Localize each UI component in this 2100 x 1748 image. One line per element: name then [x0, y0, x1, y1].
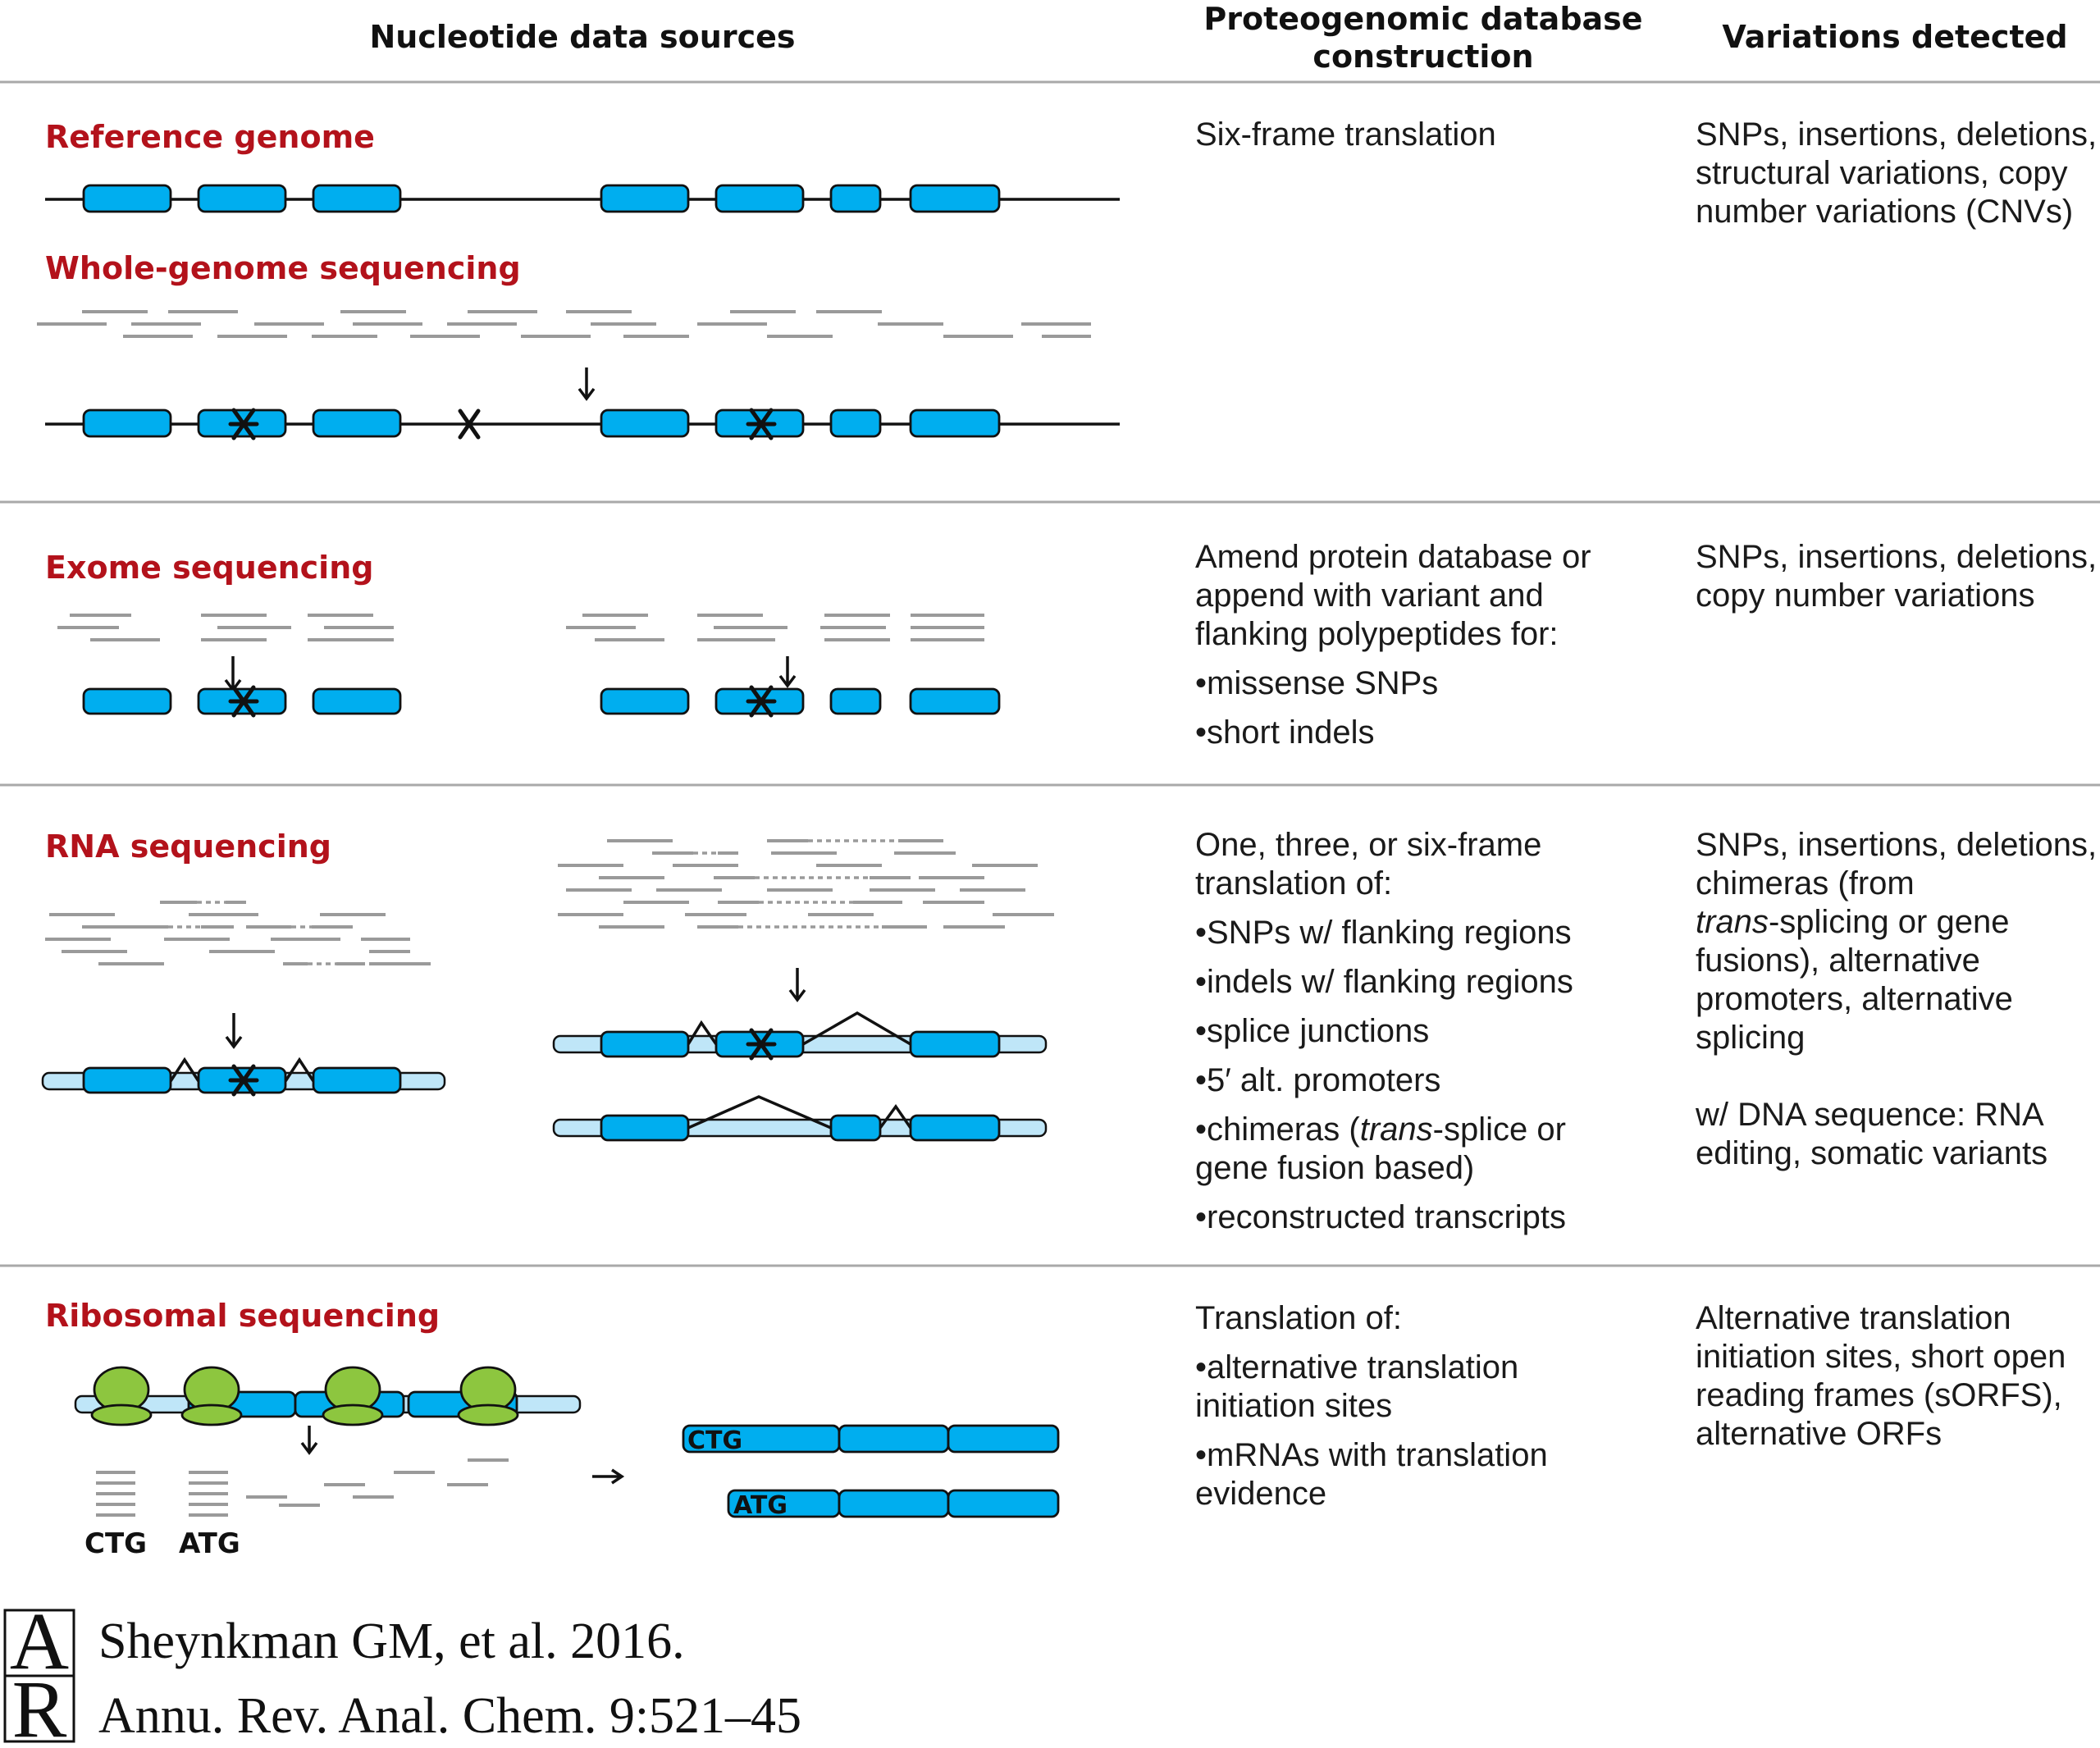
ribo-variations-line-3: reading frames (sORFS), [1696, 1377, 2062, 1413]
title-exome-sequencing: Exome sequencing [45, 550, 373, 586]
exome-down-arrow-2 [778, 656, 797, 688]
ribo-orf-ctg [682, 1424, 1060, 1454]
rna-bullet-chimera-line-2: gene fusion based) [1195, 1150, 1474, 1186]
rna-bullet-1: •SNPs w/ flanking regions [1195, 915, 1572, 951]
ribo-variations-line-1: Alternative translation [1696, 1300, 2011, 1336]
exome-snp-asterisk-2 [746, 685, 777, 718]
codon-label-atg: ATG [179, 1527, 240, 1560]
exome-reads [57, 614, 984, 641]
ribo-orf-atg [727, 1489, 1060, 1518]
rna-variations-dna-line-1: w/ DNA sequence: RNA [1695, 1097, 2044, 1133]
codon-label-ctg: CTG [84, 1527, 147, 1560]
rna-variations-line-5: promoters, alternative [1696, 981, 2013, 1017]
row1-variations-line-1: SNPs, insertions, deletions, [1696, 116, 2097, 153]
row1-variations-line-2: structural variations, copy [1696, 155, 2068, 191]
exome-snp-asterisk-1 [228, 685, 259, 718]
ribo-bullet-2-line-2: evidence [1195, 1476, 1326, 1512]
wgs-snp-cross [458, 408, 481, 440]
exome-exons [82, 687, 1001, 715]
rna-variations-line-4: fusions), alternative [1696, 942, 1980, 979]
rna-transcript-right-2 [552, 1095, 1048, 1142]
rna-construction-line-2: translation of: [1195, 865, 1392, 901]
citation-line-1: Sheynkman GM, et al. 2016. [98, 1613, 685, 1669]
rna-reads-right [558, 839, 1054, 929]
wgs-snp-asterisk-2 [746, 408, 777, 440]
header-db-construction-1: Proteogenomic database [1203, 1, 1642, 37]
rna-bullet-2: •indels w/ flanking regions [1195, 964, 1573, 1000]
rna-variations-italic: trans [1696, 904, 1769, 940]
title-reference-genome: Reference genome [45, 119, 375, 155]
wgs-snp-asterisk-1 [228, 408, 259, 440]
rna-snp-asterisk-left [228, 1064, 259, 1097]
rna-variations-dna-line-2: editing, somatic variants [1696, 1135, 2048, 1171]
rna-bullet-last: •reconstructed transcripts [1195, 1199, 1566, 1235]
exome-bullet-2: •short indels [1195, 714, 1375, 751]
ribo-bullet-1-line-1: •alternative translation [1195, 1349, 1518, 1385]
rna-transcript-left [41, 1057, 446, 1094]
ribo-variations-line-2: initiation sites, short open [1696, 1339, 2066, 1375]
wgs-down-arrow [578, 367, 596, 401]
logo-letter-a: A [10, 1595, 69, 1686]
rna-variations-line-1: SNPs, insertions, deletions, [1696, 827, 2097, 863]
header-nucleotide-sources: Nucleotide data sources [370, 19, 796, 55]
ribosome-3 [322, 1366, 384, 1426]
rna-down-arrow-left [225, 1013, 243, 1049]
rna-bullet-chimera-pre: •chimeras ( [1195, 1111, 1360, 1148]
ribosome-2 [180, 1366, 243, 1426]
exome-construction-line-2: append with variant and [1195, 577, 1544, 614]
logo-letter-r: R [12, 1664, 67, 1748]
row1-construction: Six-frame translation [1195, 116, 1496, 153]
rna-variations-line-3: trans-splicing or gene [1696, 904, 2009, 940]
rna-reads-left [45, 901, 431, 965]
rna-variations-line-6: splicing [1696, 1020, 1805, 1056]
reference-genome-diagram [45, 184, 1120, 213]
ribosome-1 [90, 1366, 153, 1426]
title-ribosomal-sequencing: Ribosomal sequencing [45, 1298, 440, 1334]
wgs-genome-diagram [45, 408, 1120, 438]
ribo-construction-line-1: Translation of: [1195, 1300, 1402, 1336]
citation-line-2: Annu. Rev. Anal. Chem. 9:521–45 [98, 1688, 801, 1744]
annual-reviews-logo: A R [3, 1595, 75, 1748]
row1-variations-line-3: number variations (CNVs) [1696, 194, 2073, 230]
rna-variations-line-3-post: -splicing or gene [1769, 904, 2010, 940]
header-db-construction-2: construction [1312, 39, 1533, 75]
exome-bullet-1: •missense SNPs [1195, 665, 1438, 701]
rna-bullet-4: •5′ alt. promoters [1195, 1062, 1440, 1098]
header-variations: Variations detected [1722, 19, 2067, 55]
rna-down-arrow-right [788, 968, 806, 1002]
ribo-bullet-1-line-2: initiation sites [1195, 1388, 1392, 1424]
rna-construction-line-1: One, three, or six-frame [1195, 827, 1541, 863]
rna-snp-asterisk-right [746, 1028, 777, 1061]
rna-bullet-chimera-italic: trans [1360, 1111, 1433, 1148]
exome-down-arrow-1 [224, 656, 242, 692]
exome-construction-line-1: Amend protein database or [1195, 539, 1591, 575]
rna-variations-line-2: chimeras (from [1696, 865, 1915, 901]
title-whole-genome-sequencing: Whole-genome sequencing [45, 250, 521, 286]
title-rna-sequencing: RNA sequencing [45, 828, 331, 865]
rna-bullet-chimera: •chimeras (trans-splice or [1195, 1111, 1566, 1148]
ribo-down-arrow [300, 1426, 318, 1455]
exome-variations-line-2: copy number variations [1696, 577, 2035, 614]
ribo-bullet-2-line-1: •mRNAs with translation [1195, 1437, 1548, 1473]
rna-transcript-right-1 [552, 1011, 1048, 1058]
ribo-reads [96, 1458, 509, 1517]
orf-label-atg: ATG [733, 1491, 788, 1520]
rna-bullet-3: •splice junctions [1195, 1013, 1429, 1049]
ribo-right-arrow [592, 1468, 625, 1485]
exome-variations-line-1: SNPs, insertions, deletions, [1696, 539, 2097, 575]
ribo-variations-line-4: alternative ORFs [1696, 1416, 1942, 1452]
orf-label-ctg: CTG [687, 1426, 742, 1455]
exome-construction-line-3: flanking polypeptides for: [1195, 616, 1559, 652]
ribosome-4 [457, 1366, 519, 1426]
rna-bullet-chimera-post: -splice or [1433, 1111, 1566, 1148]
wgs-reads [37, 310, 1091, 338]
